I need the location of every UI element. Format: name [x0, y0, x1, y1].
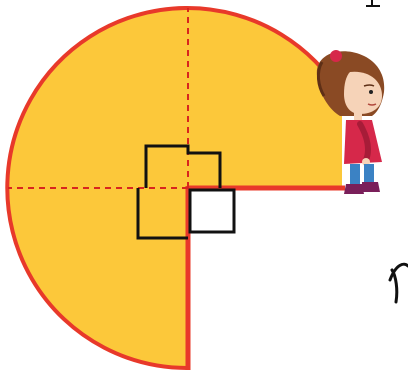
pen-mark-icon [390, 264, 408, 302]
corner-mark [366, 0, 380, 6]
right-angle-marker-outer [190, 190, 234, 232]
